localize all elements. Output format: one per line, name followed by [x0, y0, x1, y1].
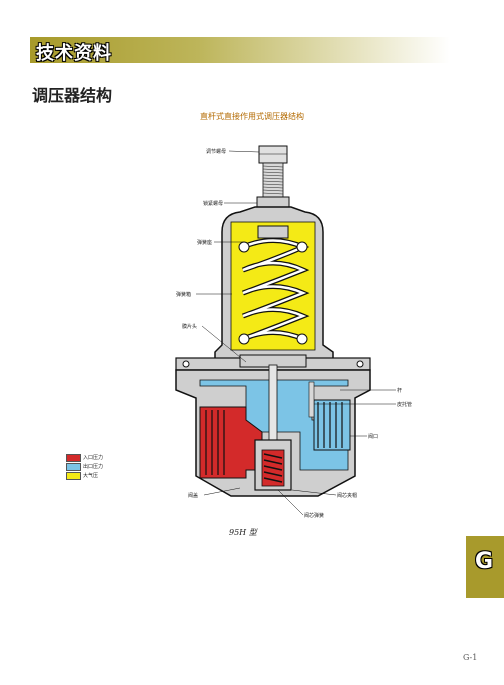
page-number: G-1	[463, 653, 478, 662]
legend-label: 出口压力	[83, 464, 104, 470]
label-valve-spring: 阀芯弹簧	[304, 512, 324, 519]
adjust-screw-thread	[262, 162, 284, 198]
label-outlet: 阀口	[368, 433, 378, 440]
section-title: 调压器结构	[32, 86, 113, 105]
banner-title: 技术资料	[36, 43, 112, 64]
legend-swatch-inlet	[66, 453, 81, 462]
legend-item-inlet: 入口压力	[66, 453, 103, 462]
legend-swatch-atmos	[66, 471, 81, 480]
section-banner: 技术资料	[30, 37, 450, 64]
label-adjust-screw: 调节螺母	[206, 148, 226, 155]
adjust-screw-head	[258, 145, 288, 164]
label-pitot: 皮托管	[397, 401, 412, 408]
outlet-port	[313, 399, 351, 451]
spring-seat	[257, 225, 289, 239]
label-lock-nut: 锁紧螺母	[203, 200, 223, 207]
legend: 入口压力 出口压力 大气压	[66, 453, 103, 480]
label-valve-body: 阀盖	[188, 492, 198, 499]
pitot-tube	[308, 381, 315, 418]
legend-swatch-outlet	[66, 462, 81, 471]
legend-label: 入口压力	[83, 455, 104, 461]
spring-inner	[242, 239, 307, 341]
label-diaphragm-head: 膜片头	[182, 323, 197, 330]
label-spring-seat: 弹簧座	[197, 239, 212, 246]
valve-stem	[268, 364, 278, 441]
legend-label: 大气压	[83, 473, 99, 479]
chapter-tab: G	[466, 536, 504, 598]
label-stem: 杆	[397, 387, 402, 394]
figure-caption: 95H 型	[229, 528, 257, 537]
figure-title: 直杆式直接作用式调压器结构	[200, 112, 304, 121]
chapter-tab-letter: G	[475, 549, 494, 574]
lock-nut	[256, 196, 290, 208]
legend-item-atmos: 大气压	[66, 471, 103, 480]
label-spring: 弹簧箱	[176, 291, 191, 298]
legend-item-outlet: 出口压力	[66, 462, 103, 471]
label-valve-nut: 阀芯夹帽	[337, 492, 357, 499]
